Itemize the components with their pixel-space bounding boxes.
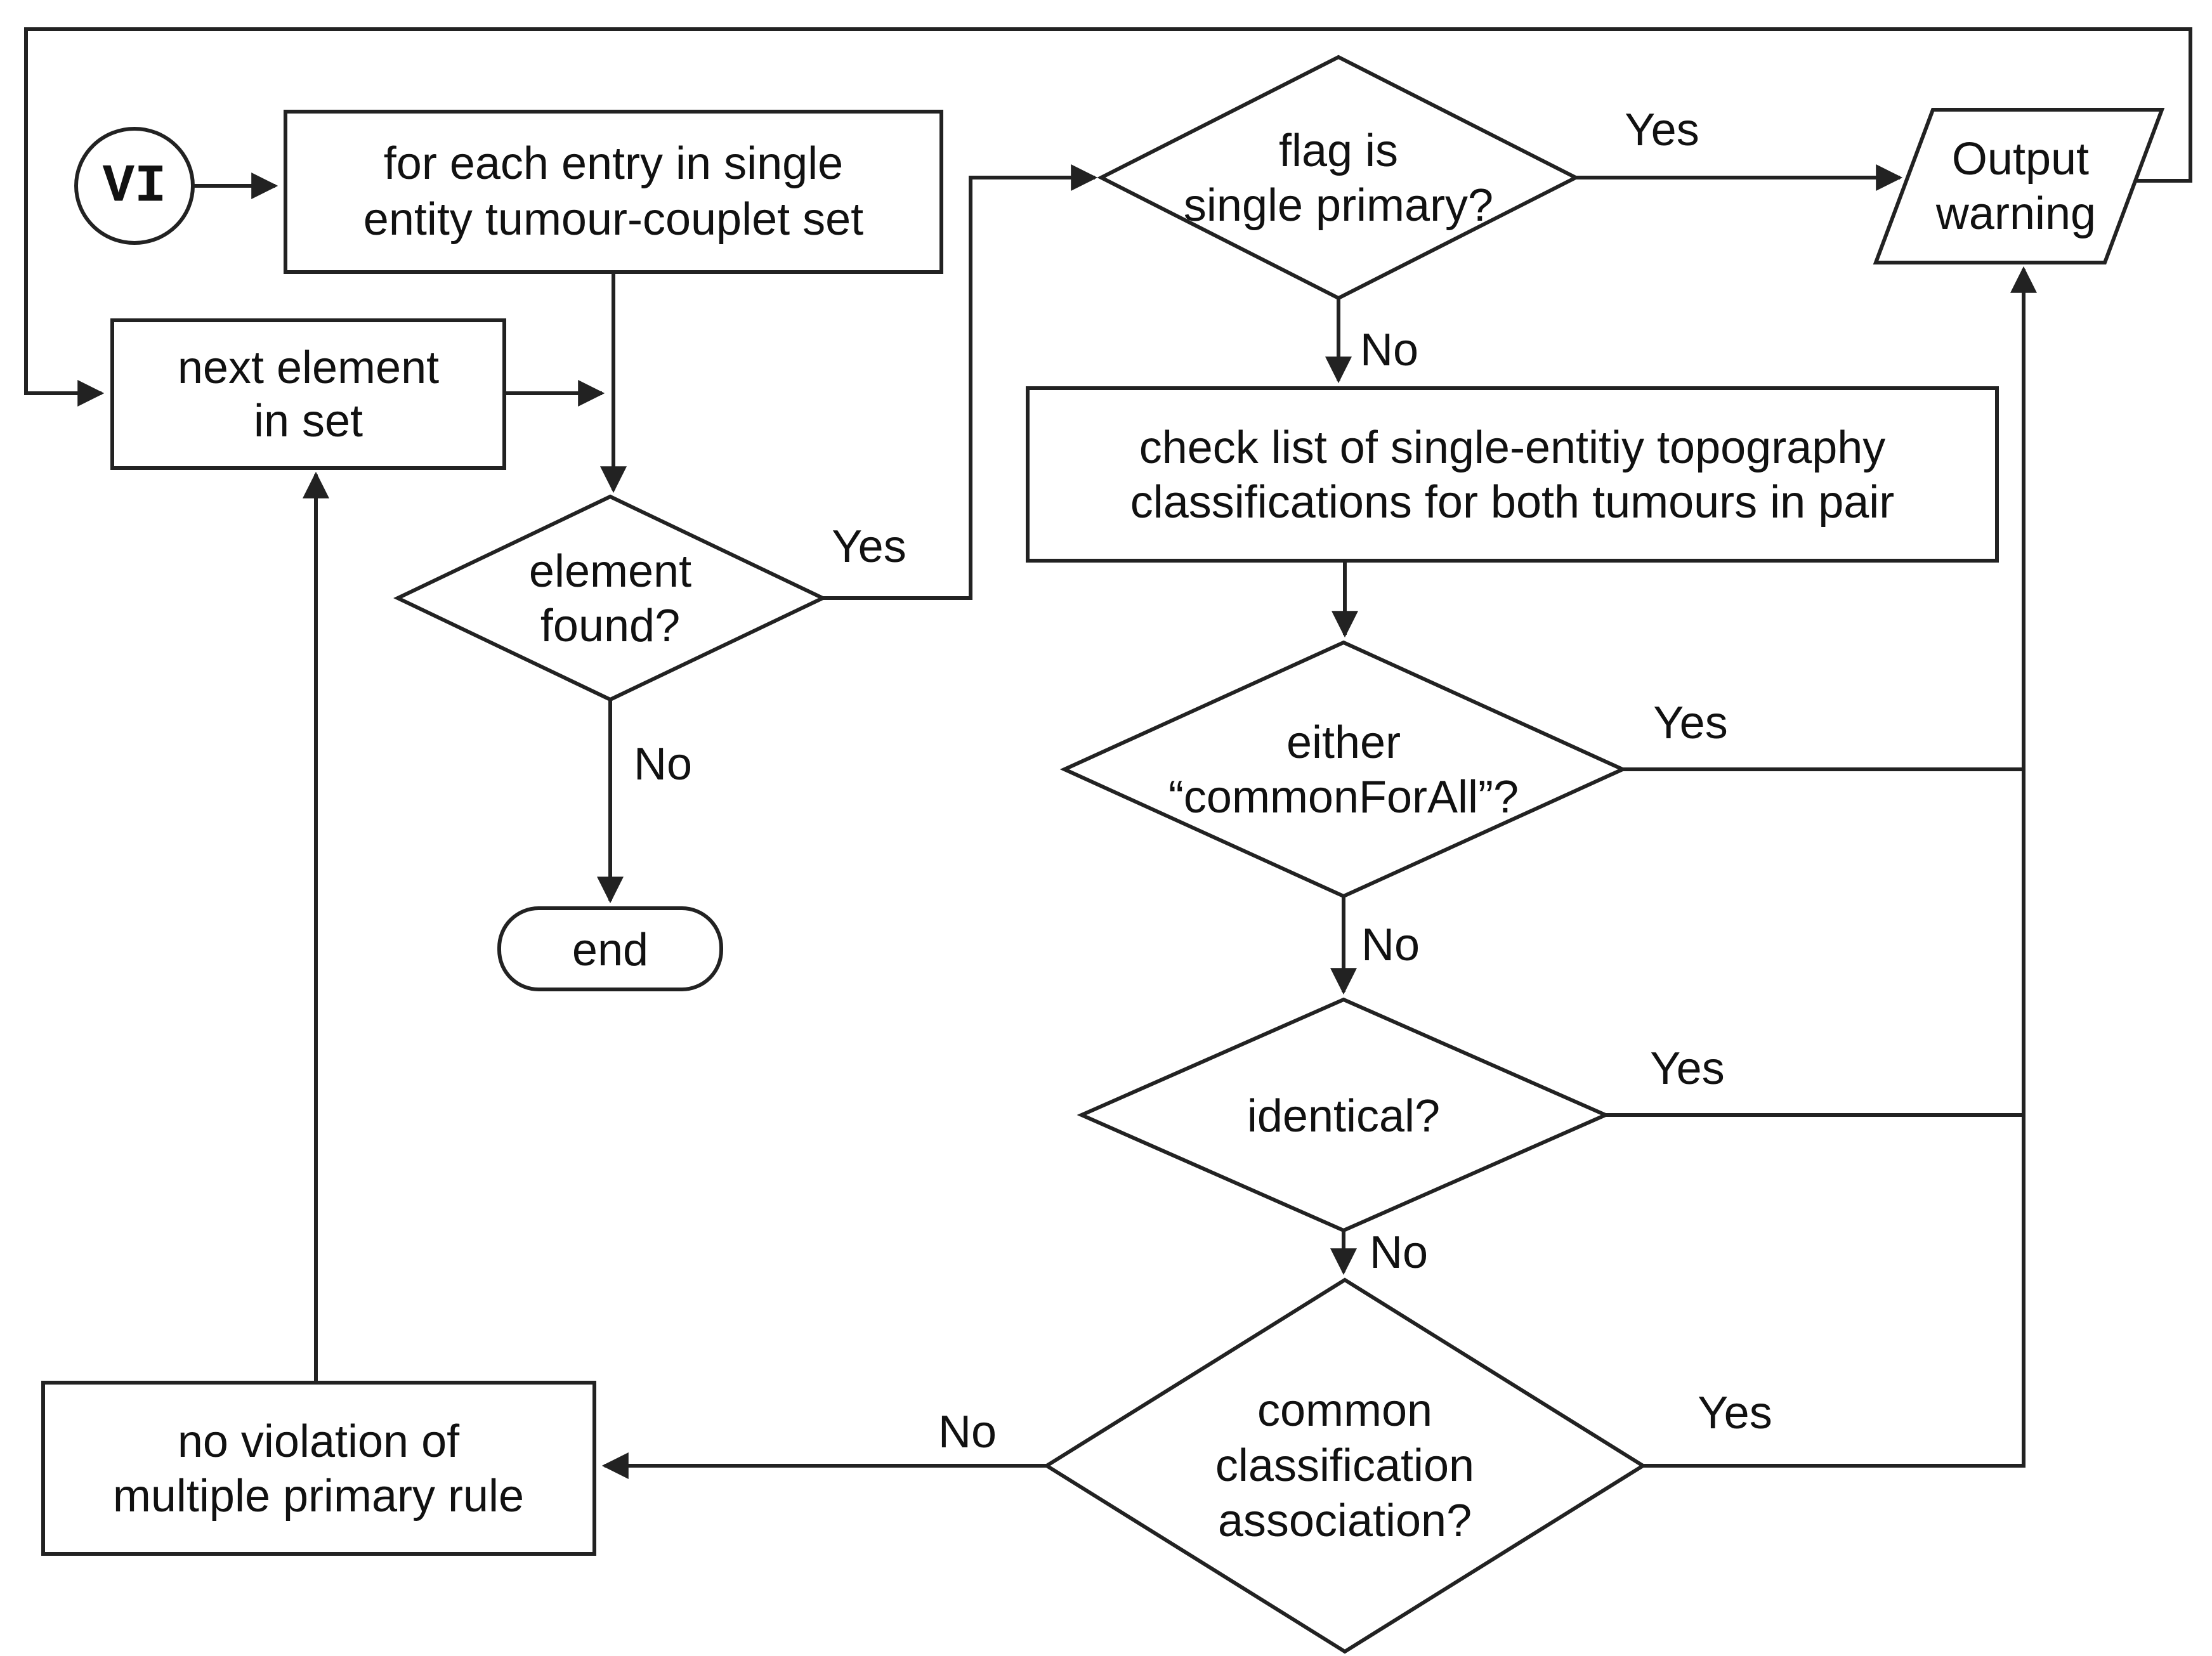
edge-common-classification-yes-to-output-warning (1643, 266, 2037, 1468)
for-each-label-line2: entity tumour-couplet set (363, 194, 863, 245)
edge-label-common-classification-yes: Yes (1698, 1388, 1772, 1438)
edge-label-common-for-all-yes: Yes (1653, 698, 1727, 748)
edge-output-warning-loop-to-next-element (24, 27, 2192, 407)
edges (24, 27, 2192, 1479)
common-for-all-label-line2: “commonForAll”? (1168, 772, 1519, 823)
output-warning-label-line1: Output (1952, 134, 2089, 185)
next-element-label-line1: next element (178, 342, 439, 393)
process-next-element-box (110, 318, 506, 470)
output-warning-label-line2: warning (1935, 188, 2096, 239)
flag-label-line2: single primary? (1184, 180, 1493, 231)
decision-common-for-all-diamond (1059, 640, 1628, 899)
common-for-all-label-line1: either (1286, 717, 1401, 768)
decision-flag-single-primary-diamond (1097, 55, 1580, 301)
edge-element-found-yes-to-flag (823, 164, 1098, 600)
decision-identical-diamond (1077, 997, 1611, 1233)
node-shapes (41, 55, 2165, 1654)
no-violation-label-line2: multiple primary rule (113, 1471, 524, 1522)
check-list-label-line2: classifications for both tumours in pair (1130, 477, 1895, 528)
process-for-each-box (284, 110, 943, 274)
edge-label-flag-no: No (1360, 325, 1418, 375)
edge-label-common-for-all-no: No (1361, 920, 1420, 970)
process-no-violation-box (41, 1381, 596, 1556)
flag-label-line1: flag is (1279, 126, 1398, 176)
next-element-label-line2: in set (254, 396, 363, 447)
edge-label-common-classification-no: No (938, 1407, 997, 1457)
edge-label-element-found-yes: Yes (832, 521, 906, 572)
common-classification-label-line2: classification (1215, 1440, 1474, 1491)
decision-common-classification-diamond (1043, 1277, 1647, 1654)
process-check-list-box (1026, 386, 1999, 563)
edge-label-identical-yes: Yes (1650, 1043, 1724, 1094)
edge-label-element-found-no: No (634, 739, 692, 790)
io-output-warning-parallelogram (1873, 108, 2165, 264)
start-label: VI (103, 157, 167, 218)
identical-label: identical? (1247, 1091, 1440, 1142)
for-each-label-line1: for each entry in single (384, 138, 843, 189)
terminator-end (497, 906, 723, 991)
edge-label-flag-yes: Yes (1625, 105, 1699, 155)
common-classification-label-line3: association? (1218, 1496, 1472, 1546)
common-classification-label-line1: common (1257, 1385, 1432, 1436)
check-list-label-line1: check list of single-entitiy topography (1139, 422, 1886, 473)
element-found-label-line1: element (529, 546, 691, 597)
node-labels: VI for each entry in single entity tumou… (103, 126, 2096, 1546)
end-label: end (572, 925, 648, 975)
start-circle (74, 127, 195, 245)
element-found-label-line2: found? (540, 601, 680, 651)
edge-label-identical-no: No (1370, 1227, 1428, 1278)
edge-labels: Yes No Yes No Yes No Yes No Yes No (634, 105, 1772, 1457)
no-violation-label-line1: no violation of (178, 1416, 460, 1467)
decision-element-found-diamond (393, 494, 827, 702)
